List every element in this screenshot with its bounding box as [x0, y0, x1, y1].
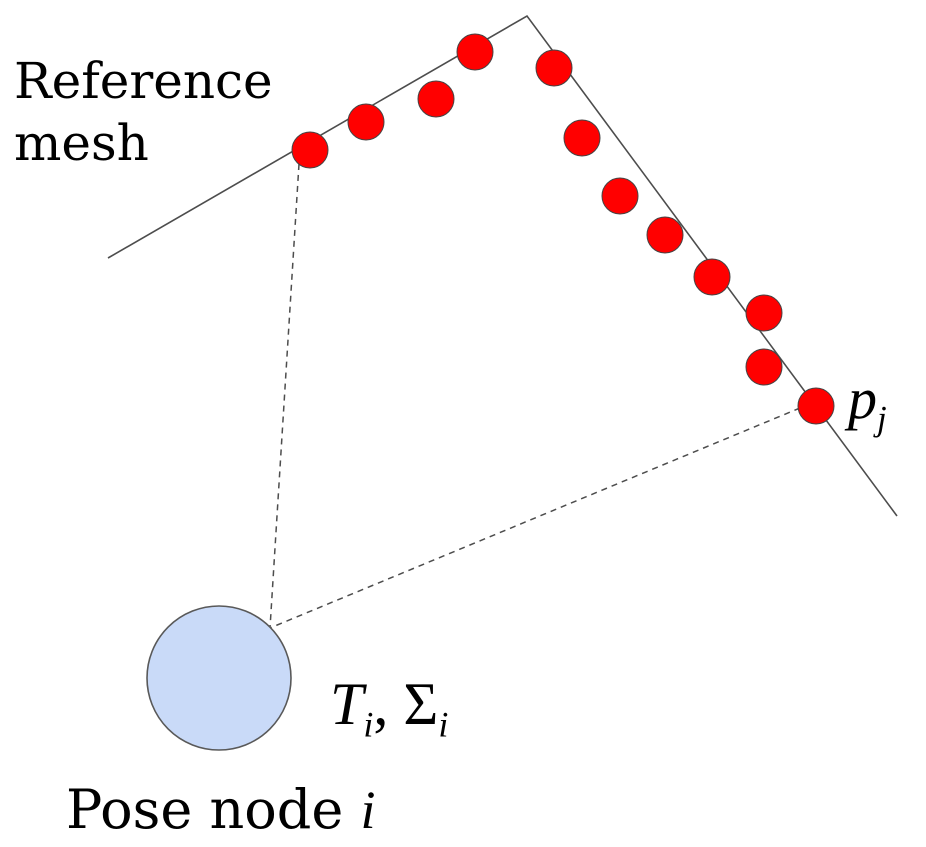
- transform-symbol: T: [330, 671, 364, 737]
- mesh-sample-point: [417, 80, 455, 118]
- covariance-symbol: Σ: [403, 671, 439, 737]
- reference-mesh-label-line2: mesh: [14, 114, 149, 172]
- mesh-sample-point: [601, 177, 639, 215]
- reference-mesh-label-line1: Reference: [14, 52, 273, 110]
- pose-node-text: Pose node: [66, 778, 361, 841]
- pose-node-index: i: [360, 780, 376, 840]
- dashed-line-to-first-point: [269, 163, 300, 629]
- point-pj: [797, 387, 835, 425]
- covariance-subscript: i: [438, 704, 449, 745]
- dashed-line-to-point-pj: [269, 407, 801, 629]
- reference-mesh-line: [107, 14, 898, 517]
- mesh-sample-point: [535, 49, 573, 87]
- mesh-sample-point: [347, 103, 385, 141]
- mesh-sample-point: [745, 348, 783, 386]
- pose-node-circle: [146, 605, 292, 751]
- point-subscript: j: [877, 399, 887, 439]
- mesh-sample-point: [646, 216, 684, 254]
- transform-subscript: i: [363, 704, 374, 745]
- separator: ,: [373, 671, 389, 737]
- point-pj-label: pj: [848, 364, 887, 454]
- mesh-sample-point: [745, 294, 783, 332]
- point-symbol: p: [848, 366, 877, 431]
- mesh-sample-point: [693, 258, 731, 296]
- reference-mesh-label: Reference mesh: [14, 50, 273, 174]
- pose-node-label: Pose node i: [66, 778, 375, 842]
- mesh-sample-points: [291, 33, 835, 425]
- mesh-sample-point: [291, 131, 329, 169]
- mesh-sample-point: [563, 119, 601, 157]
- mesh-sample-point: [456, 33, 494, 71]
- transform-covariance-label: Ti, Σi: [330, 668, 448, 761]
